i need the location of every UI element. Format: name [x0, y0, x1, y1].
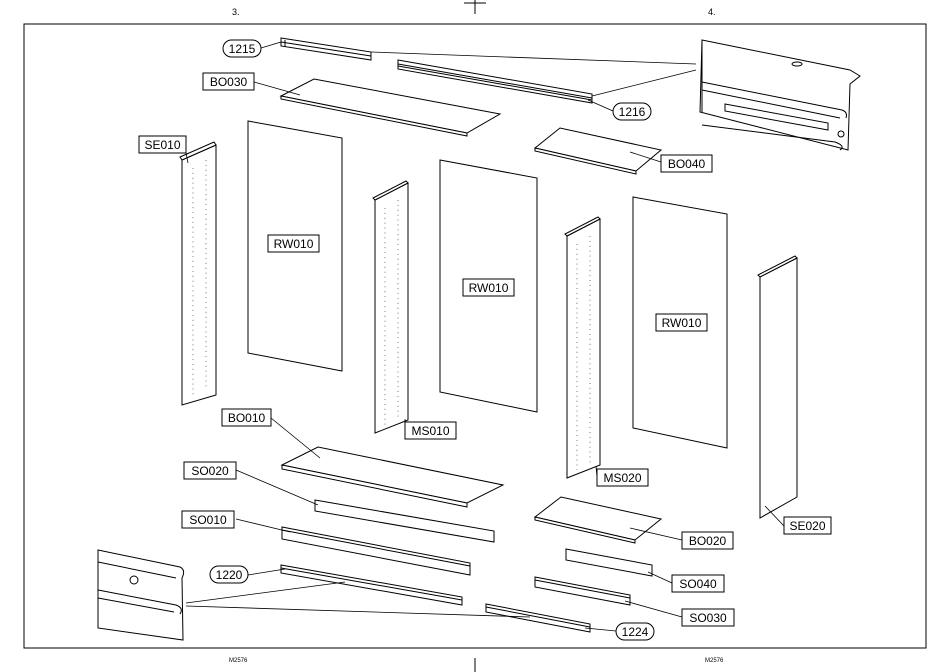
label-1220: 1220 — [210, 566, 248, 583]
label-bo040: BO040 — [661, 155, 712, 172]
panel-bo030 — [281, 79, 500, 136]
label-bo030: BO030 — [203, 73, 254, 90]
label-1216: 1216 — [613, 103, 651, 120]
panel-se010 — [180, 142, 216, 405]
label-se010: SE010 — [139, 136, 186, 153]
strip-so010 — [282, 527, 470, 575]
strip-so040 — [566, 549, 652, 576]
label-1215: 1215 — [223, 40, 261, 57]
label-1224: 1224 — [616, 623, 654, 640]
svg-text:1215: 1215 — [229, 42, 256, 56]
svg-text:SO040: SO040 — [679, 577, 717, 591]
panel-se020 — [758, 256, 797, 518]
label-bo020: BO020 — [682, 532, 733, 549]
svg-text:BO010: BO010 — [228, 411, 266, 425]
label-ms010: MS010 — [405, 422, 456, 439]
panel-bo010 — [282, 447, 503, 507]
svg-text:SO020: SO020 — [191, 464, 229, 478]
svg-text:SO030: SO030 — [689, 611, 727, 625]
rail-1224 — [486, 604, 590, 632]
svg-text:BO030: BO030 — [210, 75, 248, 89]
page-number-left: 3. — [232, 7, 240, 17]
svg-text:MS010: MS010 — [411, 424, 449, 438]
label-rw010-middle: RW010 — [463, 279, 514, 296]
svg-text:MS020: MS020 — [603, 471, 641, 485]
label-so040: SO040 — [672, 575, 724, 592]
svg-text:BO040: BO040 — [668, 157, 706, 171]
panel-ms020 — [565, 217, 600, 478]
footer-code-right: M2576 — [705, 658, 724, 664]
svg-text:SE020: SE020 — [789, 519, 825, 533]
svg-text:1216: 1216 — [619, 105, 646, 119]
label-rw010-right: RW010 — [656, 314, 707, 331]
rail-1216 — [398, 60, 592, 103]
label-se020: SE020 — [784, 517, 831, 534]
svg-text:RW010: RW010 — [662, 316, 702, 330]
footer-code-left: M2576 — [229, 658, 248, 664]
svg-text:SE010: SE010 — [144, 138, 180, 152]
panel-bo020 — [535, 497, 661, 543]
panel-ms010 — [373, 181, 408, 433]
panel-bo040 — [535, 128, 661, 174]
label-so020: SO020 — [184, 462, 236, 479]
label-rw010-left: RW010 — [268, 235, 319, 252]
rail-1215 — [281, 38, 371, 60]
svg-text:RW010: RW010 — [469, 281, 509, 295]
svg-text:BO020: BO020 — [689, 534, 727, 548]
svg-text:1224: 1224 — [622, 625, 649, 639]
label-so010: SO010 — [182, 511, 234, 528]
svg-text:RW010: RW010 — [274, 237, 314, 251]
svg-text:SO010: SO010 — [189, 513, 227, 527]
rail-detail-top — [700, 40, 860, 150]
strip-so030 — [535, 577, 630, 605]
label-ms020: MS020 — [597, 469, 648, 486]
svg-text:1220: 1220 — [216, 568, 243, 582]
page-number-right: 4. — [708, 7, 716, 17]
rail-detail-bottom — [98, 550, 184, 640]
label-so030: SO030 — [682, 609, 734, 626]
label-bo010: BO010 — [222, 409, 271, 426]
rail-1220 — [281, 565, 462, 605]
